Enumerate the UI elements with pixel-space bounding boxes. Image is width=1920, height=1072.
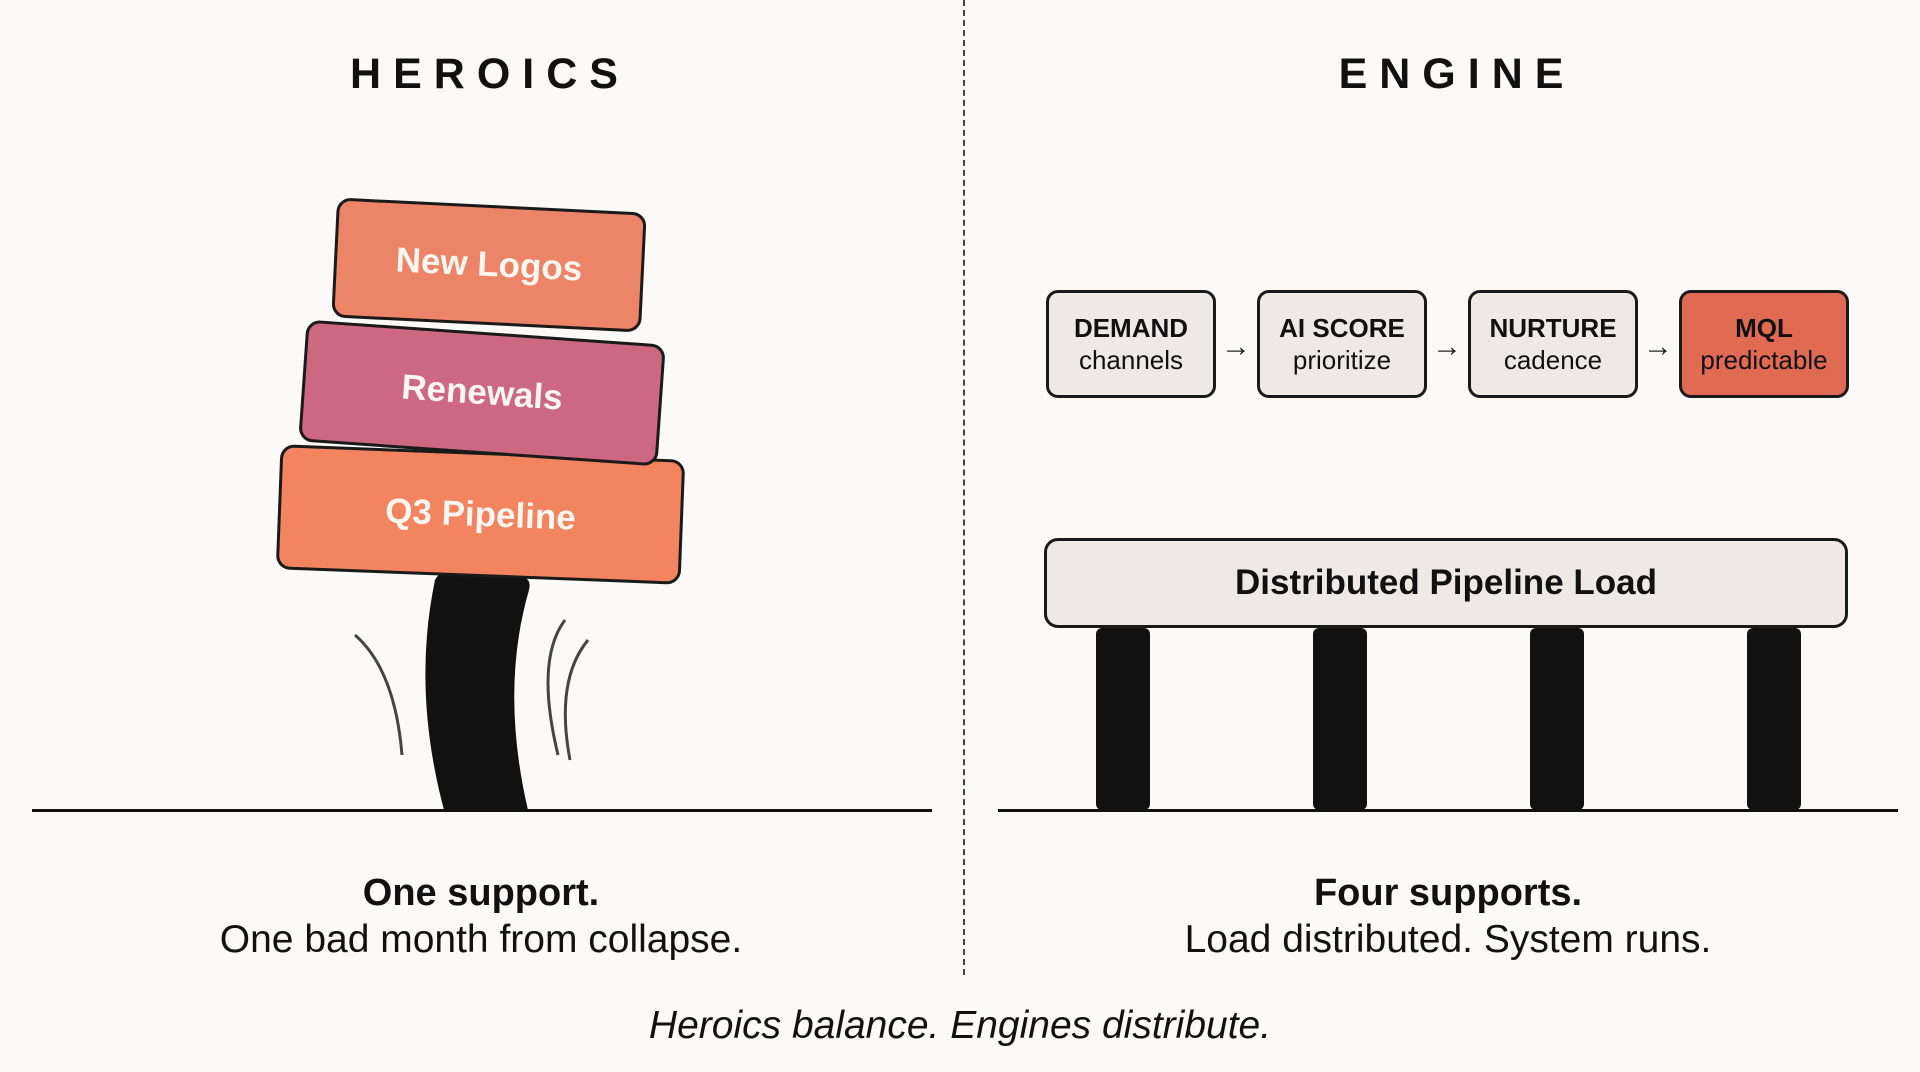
right-caption-bold: Four supports. (1313, 872, 1583, 914)
stage-nurture: NURTURE cadence (1468, 290, 1638, 398)
wobbly-pillar (354, 571, 590, 810)
support-leg-1 (1096, 628, 1150, 810)
block-new-logos: New Logos (331, 197, 647, 333)
footer-tagline: Heroics balance. Engines distribute. (648, 1004, 1272, 1047)
stage-ai-score-subtitle: prioritize (1292, 345, 1392, 375)
center-divider (963, 0, 965, 975)
ground-line-left (32, 809, 932, 812)
stage-nurture-title: NURTURE (1489, 313, 1617, 343)
stage-mql: MQL predictable (1679, 290, 1849, 398)
block-renewals-label: Renewals (400, 367, 564, 418)
arrow-right-icon: → (1432, 330, 1462, 363)
ground-line-right (998, 809, 1898, 812)
wobble-line-left (354, 633, 404, 756)
support-leg-4 (1747, 628, 1801, 810)
pillar (425, 571, 530, 810)
distributed-load-bar: Distributed Pipeline Load (1044, 538, 1848, 628)
left-caption: One bad month from collapse. (219, 918, 743, 961)
stage-ai-score: AI SCORE prioritize (1257, 290, 1427, 398)
block-renewals: Renewals (298, 319, 666, 467)
arrow-right-icon: → (1221, 330, 1251, 363)
arrow-right-icon: → (1643, 330, 1673, 363)
stage-ai-score-title: AI SCORE (1279, 313, 1405, 343)
block-new-logos-label: New Logos (394, 240, 584, 289)
distributed-load-label: Distributed Pipeline Load (1235, 563, 1657, 602)
support-leg-3 (1530, 628, 1584, 810)
left-caption-bold: One support. (362, 872, 600, 914)
stage-mql-subtitle: predictable (1700, 345, 1828, 375)
support-leg-2 (1313, 628, 1367, 810)
heroics-title: HEROICS (350, 50, 630, 98)
wobble-line-right-1 (546, 619, 567, 756)
engine-title: ENGINE (1338, 50, 1576, 98)
block-q3-pipeline-label: Q3 Pipeline (384, 490, 577, 538)
stage-mql-title: MQL (1735, 313, 1793, 343)
stage-demand-subtitle: channels (1078, 345, 1184, 375)
stage-demand-title: DEMAND (1073, 313, 1189, 343)
block-q3-pipeline: Q3 Pipeline (275, 444, 686, 585)
right-caption: Load distributed. System runs. (1184, 918, 1712, 961)
stage-demand: DEMAND channels (1046, 290, 1216, 398)
stage-nurture-subtitle: cadence (1503, 345, 1603, 375)
wobble-line-right-2 (563, 639, 590, 761)
